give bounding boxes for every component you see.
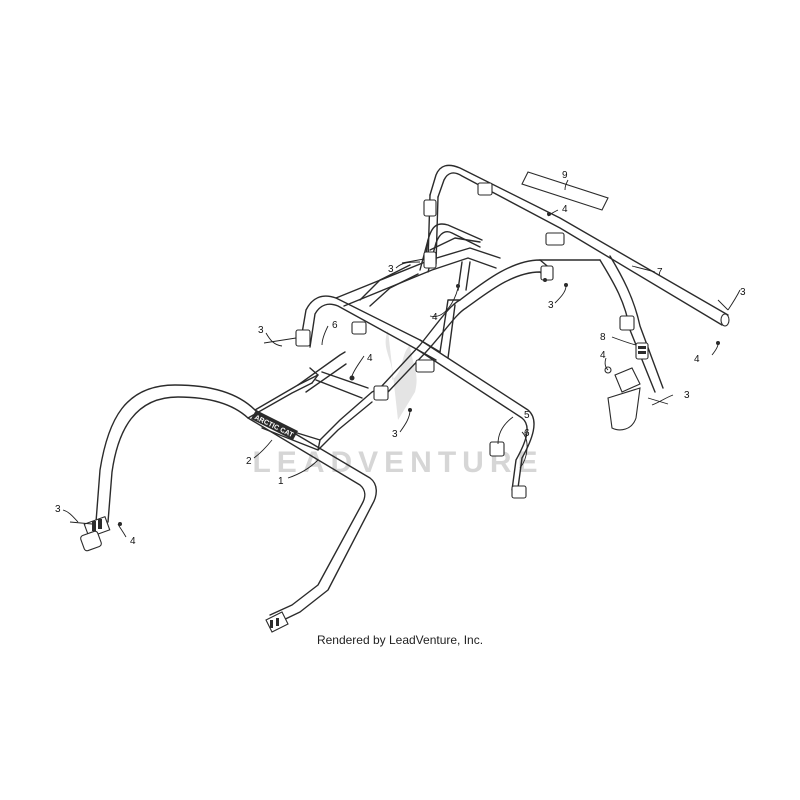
callout-4-middle: 4 bbox=[432, 312, 438, 323]
decal-plate bbox=[521, 171, 609, 211]
callout-4-rear: 4 bbox=[694, 354, 700, 365]
front-hoop-tube bbox=[95, 384, 377, 625]
callout-3-upper-center: 3 bbox=[548, 300, 554, 311]
callout-3-front-left: 3 bbox=[55, 504, 61, 515]
callout-6-right: 6 bbox=[524, 428, 530, 439]
callout-3-rear-top: 3 bbox=[740, 287, 746, 298]
callout-leaders bbox=[62, 179, 741, 538]
callout-3-rear-bottom: 3 bbox=[684, 390, 690, 401]
credit-line: Rendered by LeadVenture, Inc. bbox=[317, 633, 483, 647]
front-left-mount bbox=[80, 515, 111, 552]
bolts bbox=[69, 258, 729, 525]
callout-1: 1 bbox=[278, 476, 284, 487]
callout-2: 2 bbox=[246, 456, 252, 467]
callout-5: 5 bbox=[524, 410, 530, 421]
callout-4-rear-mount: 4 bbox=[600, 350, 606, 361]
callout-9: 9 bbox=[562, 170, 568, 181]
callout-7: 7 bbox=[657, 267, 663, 278]
rear-right-mount bbox=[604, 366, 641, 431]
callout-labels: 1 2 3 3 3 3 3 3 3 4 4 4 4 4 4 5 6 6 7 8 … bbox=[55, 170, 746, 547]
callout-6-left: 6 bbox=[332, 320, 338, 331]
watermark-flame-icon bbox=[385, 330, 417, 420]
callout-4-top: 4 bbox=[562, 204, 568, 215]
callout-3-center: 3 bbox=[392, 429, 398, 440]
callout-3-upper-left: 3 bbox=[388, 264, 394, 275]
callout-3-mid-left: 3 bbox=[258, 325, 264, 336]
tube-clamps bbox=[295, 182, 649, 499]
callout-8: 8 bbox=[600, 332, 606, 343]
callout-4-mid-left: 4 bbox=[367, 353, 373, 364]
middle-roll-cage-tubes bbox=[297, 237, 553, 491]
arctic-cat-decal: ARCTIC CAT bbox=[251, 410, 298, 440]
rear-top-bar bbox=[427, 164, 730, 393]
front-right-mount bbox=[265, 611, 289, 633]
callout-4-front-left: 4 bbox=[130, 536, 136, 547]
